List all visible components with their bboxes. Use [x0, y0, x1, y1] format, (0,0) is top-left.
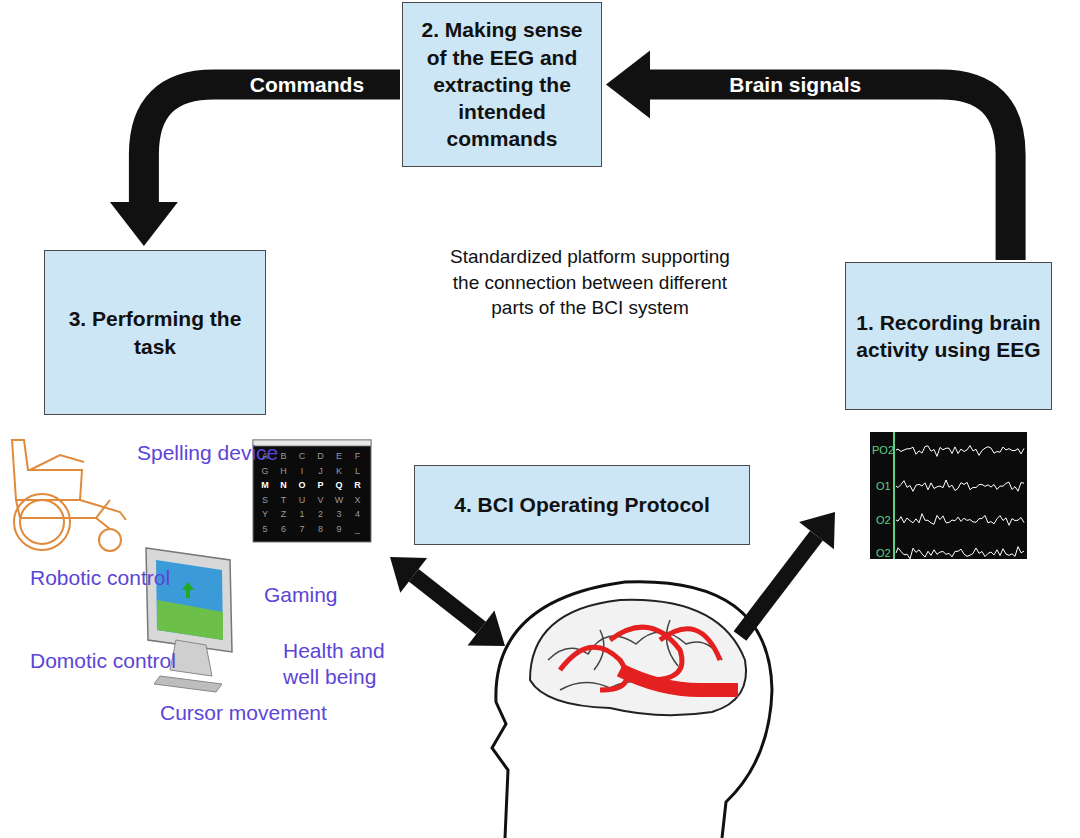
eeg-plot: [870, 432, 1027, 559]
box-text: 2. Making sense of the EEG and extractin…: [411, 16, 593, 152]
speller-key: R: [351, 481, 365, 490]
protocol-box: 4. BCI Operating Protocol: [414, 465, 750, 545]
speller-key: 3: [332, 510, 346, 519]
application-label: Robotic control: [30, 565, 170, 591]
arrow-shaft: [144, 85, 400, 207]
speller-key: J: [314, 467, 328, 476]
speller-key: G: [258, 467, 272, 476]
speller-key: M: [258, 481, 272, 490]
speller-key: W: [332, 496, 346, 505]
head-drawing: [492, 582, 772, 838]
speller-key: Q: [332, 481, 346, 490]
speller-key: Y: [258, 510, 272, 519]
channel-name: O2: [876, 515, 891, 526]
speller-key: 9: [332, 525, 346, 534]
speller-key: O: [295, 481, 309, 490]
speller-key: 1: [295, 510, 309, 519]
speller-key: 7: [295, 525, 309, 534]
speller-key: S: [258, 496, 272, 505]
eeg-trace: [896, 446, 1024, 457]
box-text: 1. Recording brain activity using EEG: [854, 309, 1043, 364]
arrow-shaft: [646, 85, 1011, 261]
speller-key: 6: [277, 525, 291, 534]
speller-key: X: [351, 496, 365, 505]
protocol-arrow: [390, 557, 505, 646]
eeg-trace: [896, 480, 1024, 491]
speller-key: 8: [314, 525, 328, 534]
speller-key: H: [277, 467, 291, 476]
speller-key: L: [351, 467, 365, 476]
wheelchair-icon: [12, 440, 126, 551]
platform-note: Standardized platform supporting the con…: [440, 244, 740, 321]
processing-box: 2. Making sense of the EEG and extractin…: [402, 2, 602, 167]
task-box: 3. Performing the task: [44, 250, 266, 415]
recording-arrow: [740, 512, 835, 636]
speller-key: C: [295, 452, 309, 461]
arrow-head: [110, 202, 178, 246]
speller-key: 2: [314, 510, 328, 519]
speller-key: 4: [351, 510, 365, 519]
application-label: Domotic control: [30, 648, 176, 674]
application-label: Gaming: [264, 582, 338, 608]
box-text: 3. Performing the task: [53, 305, 257, 360]
channel-name: O2: [876, 548, 891, 559]
recording-box: 1. Recording brain activity using EEG: [845, 262, 1052, 410]
speller-key: T: [277, 496, 291, 505]
arrow-label: Brain signals: [723, 71, 867, 98]
speller-key: B: [277, 452, 291, 461]
speller-key: U: [295, 496, 309, 505]
channel-name: PO2: [872, 445, 894, 456]
flow-arrow: [110, 85, 400, 247]
speller-key: F: [351, 452, 365, 461]
eeg-trace: [896, 547, 1024, 559]
eeg-trace: [896, 514, 1024, 526]
application-label: Cursor movement: [160, 700, 327, 726]
speller-key: V: [314, 496, 328, 505]
speller-key: 5: [258, 525, 272, 534]
speller-key: _: [351, 525, 365, 534]
speller-key: A: [258, 452, 272, 461]
speller-key: K: [332, 467, 346, 476]
application-label: Spelling device: [137, 440, 278, 466]
speller-key: Z: [277, 510, 291, 519]
channel-name: O1: [876, 481, 891, 492]
box-text: 4. BCI Operating Protocol: [454, 491, 710, 518]
speller-key: D: [314, 452, 328, 461]
speller-key: E: [332, 452, 346, 461]
application-label: Health and well being: [283, 638, 423, 691]
speller-key: I: [295, 467, 309, 476]
speller-key: P: [314, 481, 328, 490]
arrow-label: Commands: [244, 71, 370, 98]
speller-key: N: [277, 481, 291, 490]
flow-arrow: [606, 51, 1011, 261]
arrow-head: [606, 51, 650, 119]
